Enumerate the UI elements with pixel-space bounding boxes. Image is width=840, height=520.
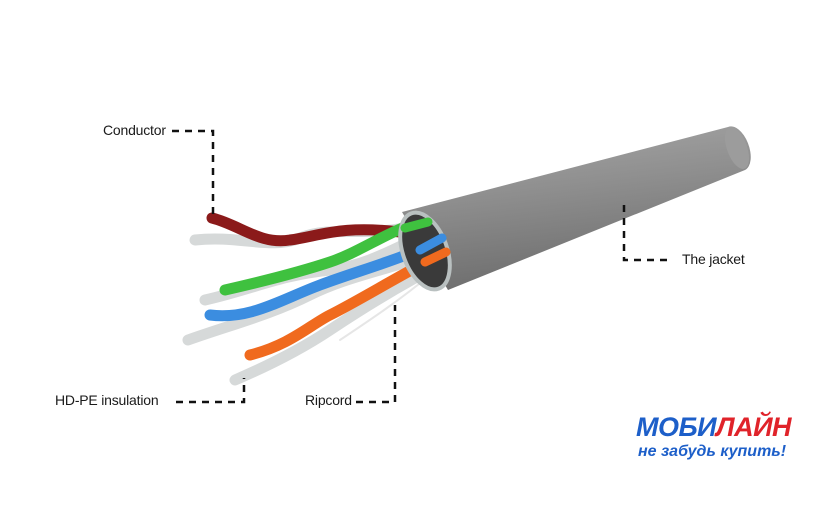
ripcord-leader bbox=[356, 305, 397, 404]
jacket-label: The jacket bbox=[682, 251, 745, 267]
cable-jacket bbox=[402, 126, 751, 290]
wire-ends-inside bbox=[400, 217, 451, 267]
ripcord-label: Ripcord bbox=[305, 392, 352, 408]
mobiline-logo: МОБИЛАЙН не забудь купить! bbox=[636, 412, 836, 462]
logo-part-red: ЛАЙН bbox=[716, 412, 791, 442]
jacket-leader bbox=[622, 205, 670, 262]
logo-part-blue: МОБИ bbox=[636, 412, 717, 442]
logo-tagline: не забудь купить! bbox=[638, 443, 787, 460]
brown-wire bbox=[206, 212, 406, 247]
conductor-leader bbox=[172, 129, 215, 215]
jacket-end-cap bbox=[724, 127, 750, 169]
white-wire-blue-pair bbox=[182, 244, 446, 346]
white-wire-orange-pair bbox=[229, 256, 451, 386]
green-wire bbox=[219, 216, 426, 296]
insulation-label: HD-PE insulation bbox=[55, 392, 159, 408]
conductor-label: Conductor bbox=[103, 122, 166, 138]
insulation-leader bbox=[176, 378, 246, 404]
logo-wordmark: МОБИЛАЙН bbox=[636, 412, 836, 442]
